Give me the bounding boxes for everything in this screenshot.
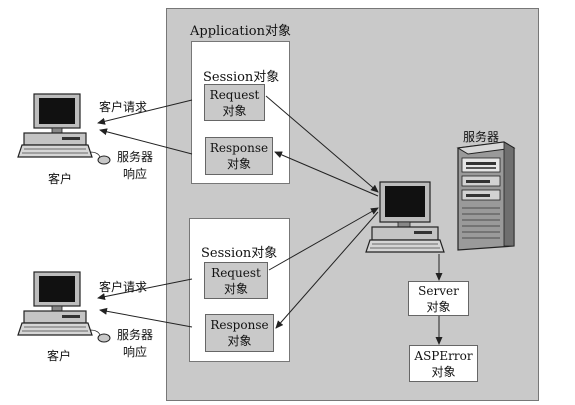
server-response-arrow-2: [99, 307, 193, 328]
request-object-2: Request 对象: [204, 262, 268, 299]
response-object-2-name: Response: [210, 318, 269, 332]
client-request-label-1: 客户请求: [99, 100, 148, 114]
client-label-2: 客户: [47, 349, 72, 363]
central-computer-icon: [365, 181, 445, 253]
response-object-2-suffix: 对象: [227, 334, 252, 348]
server-response-label-1-line1: 服务器: [117, 150, 154, 164]
server-response-label-1: 服务器 响应: [117, 149, 153, 183]
client-computer-icon-2: [17, 271, 111, 343]
server-label: 服务器: [463, 130, 500, 144]
server-to-response-arrow-2: [275, 211, 379, 329]
asperror-object-suffix: 对象: [431, 364, 456, 379]
client-computer-icon-1: [17, 93, 111, 165]
response-object-1: Response 对象: [205, 137, 273, 175]
request-object-1-suffix: 对象: [222, 103, 247, 118]
response-object-1-name: Response: [209, 141, 269, 155]
response-object-2: Response 对象: [205, 314, 274, 352]
server-object-name: Server: [418, 283, 459, 298]
request-object-2-suffix: 对象: [223, 281, 248, 296]
server-response-label-2-line2: 响应: [123, 345, 148, 359]
client-label-1: 客户: [48, 172, 73, 186]
request-object-1-name: Request: [209, 87, 260, 102]
server-object-suffix: 对象: [426, 299, 451, 314]
client-request-arrow-2: [97, 278, 193, 301]
session-label-2: Session对象: [201, 246, 278, 261]
server-tower-icon: [456, 141, 516, 251]
asperror-object: ASPError 对象: [409, 345, 478, 382]
request-object-1: Request 对象: [204, 84, 265, 121]
application-label: Application对象: [190, 24, 291, 39]
request-to-server-arrow-1: [265, 95, 379, 193]
server-to-response-arrow-1: [274, 151, 379, 197]
response-object-1-suffix: 对象: [226, 157, 251, 171]
server-response-arrow-1: [99, 128, 193, 155]
client-request-arrow-1: [97, 99, 193, 125]
request-to-server-arrow-2: [268, 207, 379, 271]
server-object: Server 对象: [408, 281, 469, 316]
server-response-label-1-line2: 响应: [123, 167, 148, 181]
request-object-2-name: Request: [211, 265, 261, 280]
session-label-1: Session对象: [203, 70, 280, 85]
server-response-label-2: 服务器 响应: [117, 327, 153, 361]
asperror-object-name: ASPError: [414, 348, 473, 363]
server-response-label-2-line1: 服务器: [117, 328, 154, 342]
